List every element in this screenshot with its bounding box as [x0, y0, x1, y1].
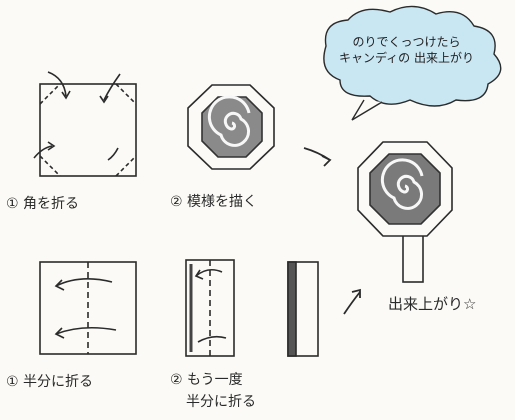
- bubble-text: のりでくっつけたら キャンディの 出来上がり: [339, 34, 474, 66]
- square-half-fold: [39, 261, 137, 355]
- square-corners-folded: [33, 71, 137, 177]
- step-label-top-1: ① 角を折る: [6, 196, 80, 212]
- step-label-bottom-2-line-1: ② もう一度: [170, 372, 243, 388]
- octagon-spiral: [187, 84, 275, 170]
- step-label-top-2: ② 模様を描く: [170, 194, 258, 210]
- step-label-bottom-1: ① 半分に折る: [6, 374, 94, 390]
- stick: [287, 261, 319, 357]
- finish-label: 出来上がり☆: [388, 295, 477, 313]
- arrow-up-right: [343, 288, 361, 315]
- tall-rectangle-fold: [185, 259, 235, 357]
- arrow-right: [303, 147, 332, 167]
- bubble-line-1: のりでくっつけたら: [352, 35, 461, 49]
- step-label-bottom-2-line-2: 半分に折る: [186, 394, 256, 410]
- speech-bubble: [323, 5, 502, 121]
- bubble-line-2: キャンディの 出来上がり: [339, 51, 474, 66]
- lollipop-final: [357, 141, 453, 283]
